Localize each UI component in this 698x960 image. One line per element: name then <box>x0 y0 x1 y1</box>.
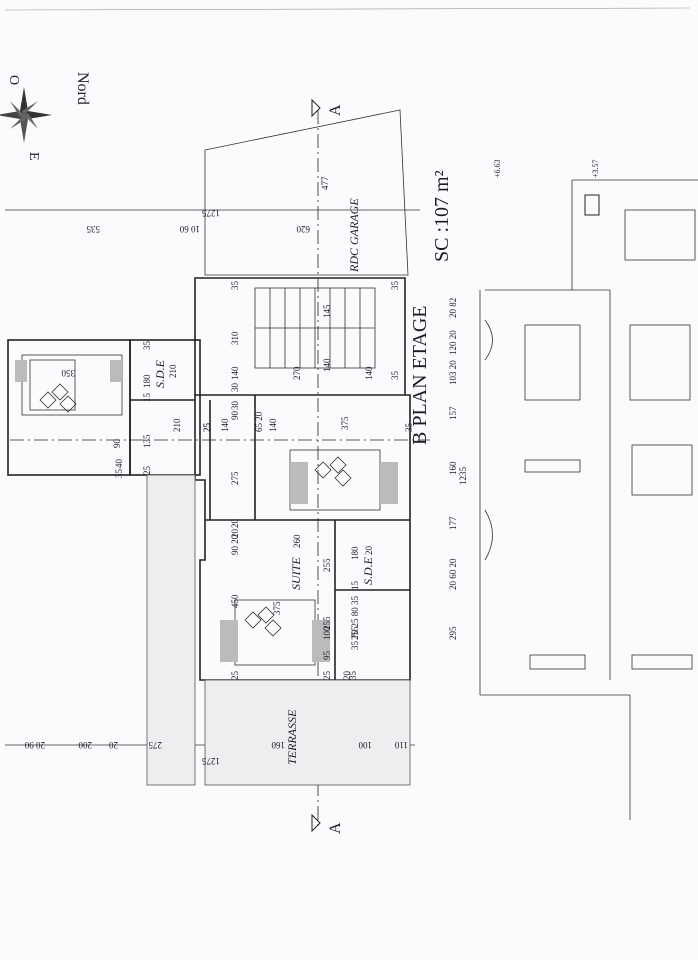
room-terrasse: TERRASSE <box>285 709 299 765</box>
dim-inner-13: 90 <box>112 439 122 449</box>
bed-suite <box>220 599 330 666</box>
dim-bottom-7: 110 <box>394 740 408 750</box>
dim-right-7: 20 60 20 <box>448 558 458 590</box>
dim-inner-32: 255 <box>322 558 332 572</box>
dim-inner-2: 140 <box>230 366 240 380</box>
dim-inner-17: 140 <box>268 418 278 432</box>
dim-right-2: 103 20 <box>448 360 458 385</box>
dim-inner-33: 90 20 <box>230 534 240 555</box>
dim-inner-44: 95 <box>322 651 332 661</box>
dim-inner-36: 20 <box>230 529 240 539</box>
bed-left <box>15 354 123 416</box>
dim-top-4: 477 <box>320 176 330 190</box>
dims-inner: 35 310 140 30 140 270 140 35 145 140 35 … <box>61 281 414 681</box>
dim-inner-35: 255 <box>322 616 332 630</box>
dim-inner-27: 210 <box>168 364 178 378</box>
section-mark-top: A <box>327 104 344 116</box>
dim-inner-1: 310 <box>230 331 240 345</box>
dim-top-1: 10 60 <box>179 224 200 234</box>
dim-top-2: 1275 <box>202 208 221 218</box>
plan-title: B PLAN ETAGE <box>409 305 431 445</box>
dim-inner-34: 260 <box>292 534 302 548</box>
dim-inner-39: 15 <box>350 581 360 591</box>
dim-bottom-3: 275 <box>148 740 162 750</box>
dim-inner-31: 350 <box>61 368 75 378</box>
dim-inner-41: 20 <box>364 546 374 556</box>
dim-inner-6: 140 <box>364 366 374 380</box>
garage-label: RDC GARAGE <box>347 198 361 273</box>
staircase <box>254 287 376 369</box>
dim-inner-23: 275 <box>230 471 240 485</box>
bed-middle <box>289 449 398 511</box>
dim-inner-24: 40 <box>114 459 124 469</box>
dim-inner-16: 25 <box>202 423 212 433</box>
dim-inner-47: 25 <box>322 671 332 681</box>
dim-bottom-0: 20 90 <box>24 740 45 750</box>
dim-bottom-1: 200 <box>78 740 92 750</box>
dim-inner-42: 35 70 25 80 35 <box>350 596 360 651</box>
dim-inner-49: 35 <box>348 671 358 681</box>
dim-right-1: 120 20 <box>448 330 458 355</box>
east-label: E <box>26 152 41 161</box>
dim-inner-8: 145 <box>322 304 332 318</box>
room-sde-right: S.D.E <box>361 556 375 585</box>
section-mark-bottom: A <box>327 822 344 834</box>
dim-inner-48: 20 <box>342 671 352 681</box>
dim-inner-38: 375 <box>272 601 282 615</box>
dim-inner-4: 140 <box>220 418 230 432</box>
dim-bottom-4: 1275 <box>202 756 221 766</box>
dim-inner-18: 30 <box>230 383 240 393</box>
dim-inner-0: 35 <box>230 281 240 291</box>
west-label: O <box>6 75 21 85</box>
dim-inner-3: 30 <box>230 401 240 411</box>
dim-right-8: 295 <box>448 626 458 640</box>
dim-bottom-5: 160 <box>271 740 285 750</box>
room-sde-left: S.D.E <box>153 359 167 388</box>
dim-inner-37: 450 <box>230 594 240 608</box>
dim-inner-7: 35 <box>390 371 400 381</box>
dim-inner-45: 100 <box>322 626 332 640</box>
dim-inner-12: 25 <box>202 423 212 433</box>
dim-right-0: 20 82 <box>448 298 458 318</box>
dim-top-3: 620 <box>296 224 310 234</box>
room-suite: SUITE <box>289 557 303 590</box>
dim-bottom-6: 100 <box>358 740 372 750</box>
dim-bottom-2: 20 <box>109 740 119 750</box>
dim-inner-40: 180 <box>350 546 360 560</box>
dim-inner-9: 140 <box>322 358 332 372</box>
dim-inner-28: 180 <box>142 374 152 388</box>
terrasse <box>146 474 411 786</box>
plan-area: SC :107 m² <box>431 170 453 262</box>
dim-inner-43: 255 <box>350 626 360 640</box>
dim-inner-19: 90 <box>230 411 240 421</box>
dim-top-0: 535 <box>86 224 100 234</box>
north-label: Nord <box>74 72 91 105</box>
dim-inner-5: 270 <box>292 366 302 380</box>
level-lower: +3.57 <box>591 159 600 178</box>
dim-inner-30: 35 <box>142 341 152 351</box>
dim-inner-25: 35 <box>114 469 124 479</box>
dim-inner-20: 375 <box>340 416 350 430</box>
compass-rose-icon <box>0 87 52 143</box>
dim-right-4: 160 <box>448 461 458 475</box>
dim-inner-29: 15 <box>142 393 152 403</box>
dim-inner-46: 25 <box>230 671 240 681</box>
dim-inner-26: 25 <box>142 466 152 476</box>
dim-right-6: 177 <box>448 516 458 530</box>
dim-inner-10: 35 <box>390 281 400 291</box>
dims-right: 20 82 120 20 103 20 157 160 1235 177 20 … <box>448 298 468 640</box>
dim-right-3: 157 <box>448 406 458 420</box>
dim-inner-22: 35 <box>404 423 414 433</box>
dim-inner-21: 65 20 <box>254 411 264 432</box>
dim-right-5: 1235 <box>458 467 468 486</box>
dim-inner-11: 20 <box>230 519 240 529</box>
dim-inner-14: 135 <box>142 434 152 448</box>
dim-inner-15: 210 <box>172 418 182 432</box>
elevation-view <box>479 179 698 820</box>
walls <box>7 277 411 681</box>
level-upper: +6.63 <box>493 159 502 178</box>
